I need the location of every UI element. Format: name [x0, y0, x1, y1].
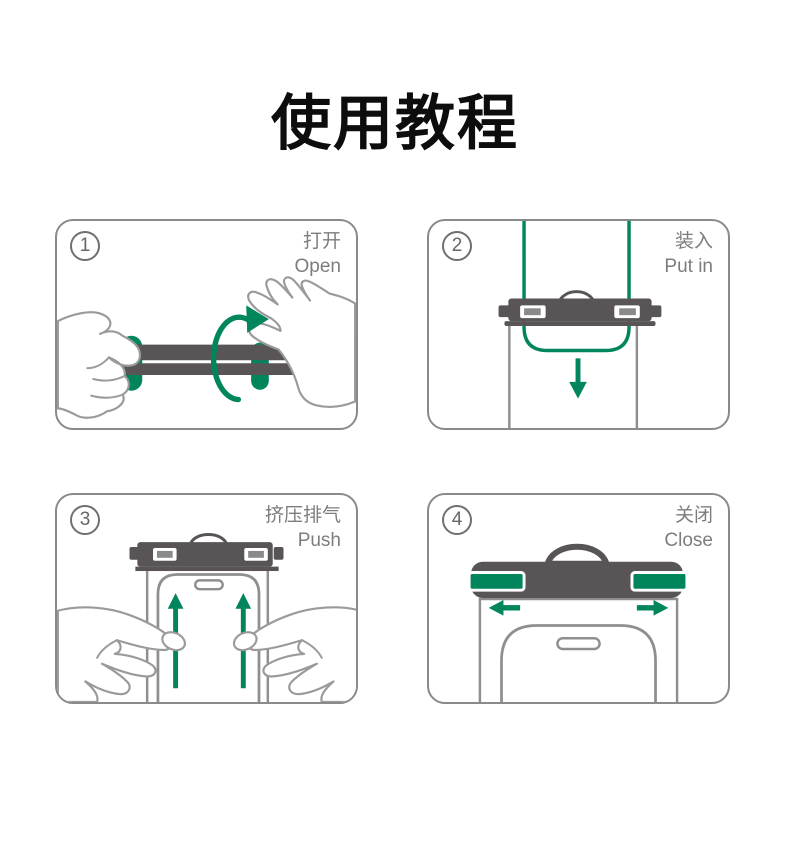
- step-label-en: Close: [664, 530, 713, 552]
- illustration-push: [57, 533, 356, 703]
- pouch-clamp: [467, 544, 689, 599]
- steps-grid: 1 打开 Open: [55, 219, 790, 705]
- pouch-clamp-side-view: [106, 344, 298, 376]
- step-label-en: Put in: [664, 256, 713, 278]
- illustration-put-in: [498, 221, 662, 429]
- phone-speaker-slot: [193, 579, 224, 591]
- step-label-zh: 装入: [674, 231, 713, 253]
- step-number-badge: 1: [70, 231, 100, 262]
- pouch-body: [478, 597, 679, 703]
- green-buckle-left: [467, 571, 526, 592]
- green-buckle-right: [630, 571, 689, 592]
- page-title: 使用教程: [271, 90, 519, 157]
- step-label-zh: 打开: [302, 231, 341, 253]
- step-label: 关闭 Close: [664, 503, 713, 553]
- pouch-body: [508, 325, 639, 429]
- step-card-push: 3 挤压排气 Push: [55, 493, 358, 705]
- right-hand-icon: [247, 276, 356, 409]
- right-arrow-icon: [636, 600, 669, 616]
- rotate-arrow-icon: [210, 305, 269, 403]
- left-hand-icon: [57, 606, 186, 703]
- illustration-close: [467, 544, 689, 703]
- step-number-badge: 3: [70, 505, 100, 536]
- step-card-put-in: 2 装入 Put in: [427, 219, 730, 431]
- step-label: 装入 Put in: [664, 229, 713, 279]
- step-label-en: Open: [294, 256, 341, 278]
- step-label-zh: 关闭: [674, 505, 713, 527]
- step-label: 打开 Open: [295, 229, 341, 279]
- left-hand-icon: [57, 311, 142, 419]
- step-number-badge: 2: [442, 231, 472, 262]
- phone-outline: [522, 221, 631, 353]
- phone-outline: [500, 624, 657, 703]
- step-label-en: Push: [297, 530, 341, 552]
- phone-speaker-slot: [556, 637, 601, 651]
- step-label-zh: 挤压排气: [264, 505, 341, 527]
- down-arrow-icon: [569, 358, 587, 399]
- step-label: 挤压排气 Push: [265, 503, 341, 553]
- left-arrow-icon: [488, 600, 521, 616]
- illustration-open: [57, 276, 356, 419]
- step-card-open: 1 打开 Open: [55, 219, 358, 431]
- step-card-close: 4 关闭 Close: [427, 493, 730, 705]
- pouch-clamp: [129, 533, 284, 572]
- right-hand-icon: [232, 606, 356, 703]
- phone-outline: [156, 573, 261, 703]
- step-number-badge: 4: [442, 505, 472, 536]
- pouch-clamp: [498, 290, 662, 327]
